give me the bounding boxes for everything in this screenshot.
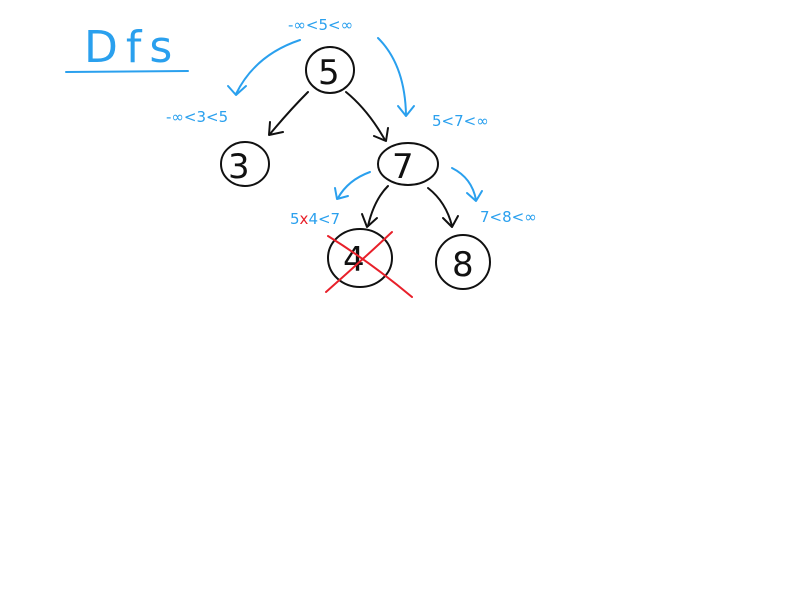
node-4-range-mark: x [300, 210, 309, 228]
arrow-7-to-right [451, 167, 477, 201]
edge-5-3 [269, 91, 309, 135]
arrow-root-to-right-head [397, 105, 415, 117]
tree-node-5: 5 [305, 46, 355, 94]
arrow-7-to-left [337, 171, 371, 199]
title-underline [65, 70, 189, 73]
node-4-range-suffix: 4<7 [308, 210, 340, 228]
edge-7-8 [427, 187, 453, 227]
tree-node-4: 4 [325, 228, 413, 298]
edge-7-8-head [442, 215, 459, 228]
tree-node-3: 3 [220, 141, 270, 187]
tree-node-8: 8 [435, 234, 491, 290]
tree-node-7: 7 [377, 142, 439, 187]
node-7-label: 7 [392, 147, 414, 187]
arrow-7-to-left-head [334, 187, 349, 200]
root-range-label: -∞<5<∞ [288, 16, 353, 34]
node-4-cross-stroke-2 [325, 231, 393, 293]
node-5-label: 5 [318, 53, 340, 93]
page-title: Dfs [84, 22, 180, 73]
node-7-circle [377, 142, 439, 186]
node-8-label: 8 [452, 245, 474, 285]
node-3-circle [220, 141, 270, 187]
edge-5-7 [345, 91, 386, 141]
node-8-range-label: 7<8<∞ [480, 208, 537, 226]
arrow-root-to-left [235, 39, 301, 95]
node-4-circle [327, 228, 393, 288]
edge-5-3-head [268, 121, 284, 136]
edge-7-4-head [361, 213, 378, 228]
arrow-root-to-right [377, 37, 407, 116]
node-3-range-label: -∞<3<5 [166, 108, 228, 126]
arrow-7-to-right-head [466, 190, 483, 202]
arrow-root-to-left-head [227, 85, 247, 96]
tree-edges [268, 91, 459, 228]
node-4-range-prefix: 5 [290, 210, 300, 228]
traversal-arrows [227, 37, 483, 202]
node-4-cross-stroke-1 [327, 235, 413, 298]
node-4-range-label: 5x4<7 [290, 210, 340, 228]
edge-5-7-head [373, 127, 389, 142]
node-7-range-label: 5<7<∞ [432, 112, 489, 130]
edge-7-4 [367, 185, 389, 227]
node-8-circle [435, 234, 491, 290]
node-5-circle [305, 46, 355, 94]
node-3-label: 3 [228, 147, 250, 187]
